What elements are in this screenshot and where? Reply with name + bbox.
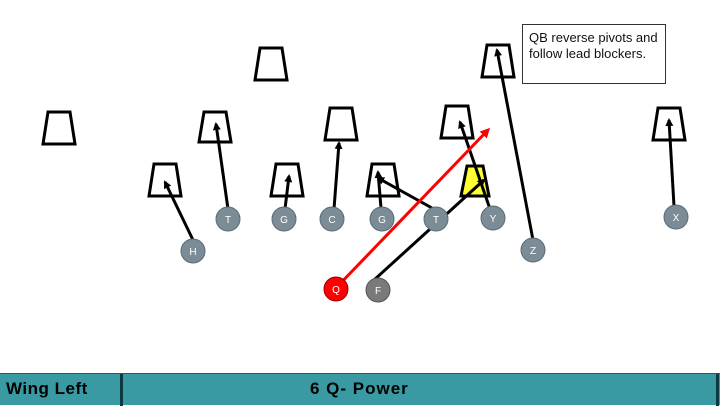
player-label: H xyxy=(189,247,196,258)
routes-group xyxy=(163,48,676,292)
player-label: T xyxy=(433,215,439,226)
player-tight-end: Y xyxy=(480,205,506,231)
player-label: C xyxy=(328,215,335,226)
player-fullback: F xyxy=(365,277,391,303)
player-label: F xyxy=(375,286,381,297)
player-wing-back: H xyxy=(180,238,206,264)
route-split-end xyxy=(665,118,676,207)
coaching-note: QB reverse pivots and follow lead blocke… xyxy=(522,24,666,84)
player-left-guard: G xyxy=(271,206,297,232)
player-left-tackle: T xyxy=(215,206,241,232)
player-right-guard: G xyxy=(369,206,395,232)
defender-deep-mid xyxy=(253,46,289,82)
route-right-tackle-down-block xyxy=(376,176,433,210)
defender-corner-left xyxy=(41,110,77,146)
player-label: G xyxy=(378,215,386,226)
footer-bar: Wing Left 6 Q- Power xyxy=(0,373,720,406)
route-left-guard xyxy=(283,174,293,210)
player-label: G xyxy=(280,215,288,226)
player-label: Y xyxy=(490,214,497,225)
route-flanker xyxy=(494,48,535,241)
route-quarterback xyxy=(332,127,491,292)
footer-divider xyxy=(120,374,123,406)
defender-lb-right xyxy=(439,104,475,140)
player-flanker: Z xyxy=(520,237,546,263)
defender-end-left xyxy=(147,162,183,198)
route-fullback xyxy=(372,178,486,282)
player-split-end: X xyxy=(663,204,689,230)
route-tight-end xyxy=(458,120,492,210)
player-label: T xyxy=(225,215,231,226)
player-right-tackle: T xyxy=(423,206,449,232)
route-left-tackle xyxy=(212,122,230,210)
footer-divider xyxy=(716,374,719,406)
player-center: C xyxy=(319,206,345,232)
player-label: Q xyxy=(332,285,340,296)
route-wing-back xyxy=(163,180,195,241)
offense-group: T G C G T Y X xyxy=(180,204,689,303)
defender-lb-middle xyxy=(323,106,359,142)
route-center xyxy=(332,141,343,210)
player-label: Z xyxy=(530,246,536,257)
player-quarterback: Q xyxy=(323,276,349,302)
formation-label: Wing Left xyxy=(6,379,88,398)
player-label: X xyxy=(673,213,680,224)
play-name-label: 6 Q- Power xyxy=(310,379,409,398)
